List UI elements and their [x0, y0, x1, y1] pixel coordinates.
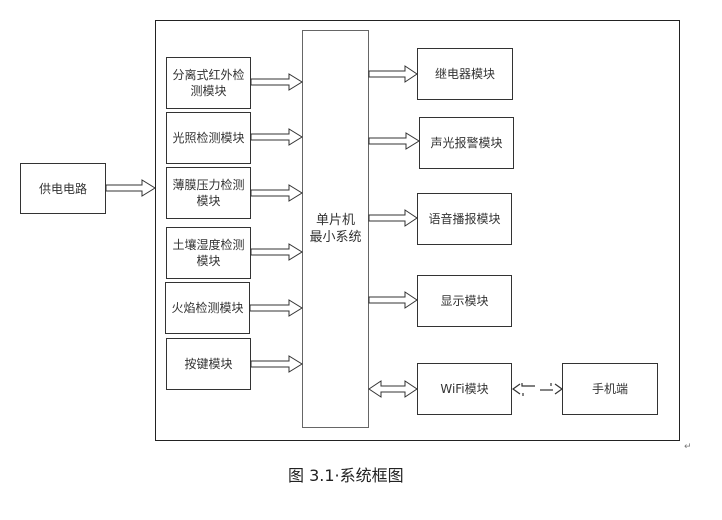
- system-boundary: [155, 20, 680, 441]
- output-module-voice: 语音播报模块: [417, 193, 512, 245]
- output-module-label: 继电器模块: [434, 67, 495, 81]
- figure-caption: 图 3.1·系统框图: [288, 466, 404, 485]
- arrow-input-to-mcu: [250, 355, 303, 373]
- power-supply-block: 供电电路: [20, 163, 106, 214]
- arrow-mcu-to-output: [368, 209, 418, 227]
- input-module-label: 分离式红外检测模块: [172, 68, 245, 98]
- input-module-soil: 土壤湿度检测模块: [166, 227, 251, 279]
- input-module-key: 按键模块: [166, 338, 251, 390]
- arrow-mcu-wifi-bidirectional: [368, 380, 418, 398]
- arrow-mcu-to-output: [368, 291, 418, 309]
- mcu-label: 单片机 最小系统: [309, 213, 362, 245]
- arrow-mcu-to-output: [368, 65, 418, 83]
- output-module-label: 显示模块: [440, 294, 489, 308]
- input-module-light: 光照检测模块: [166, 112, 251, 164]
- input-module-ir: 分离式红外检测模块: [166, 57, 251, 109]
- phone-block: 手机端: [562, 363, 658, 415]
- output-module-label: 声光报警模块: [430, 136, 503, 150]
- output-module-label: WiFi模块: [440, 382, 489, 396]
- output-module-label: 语音播报模块: [428, 212, 501, 226]
- paragraph-mark: ↵: [684, 442, 692, 452]
- arrow-input-to-mcu: [250, 243, 303, 261]
- input-module-label: 土壤湿度检测模块: [172, 238, 245, 268]
- input-module-label: 火焰检测模块: [171, 301, 244, 315]
- input-module-label: 按键模块: [184, 357, 233, 371]
- output-module-display: 显示模块: [417, 275, 512, 327]
- arrow-input-to-mcu: [249, 299, 303, 317]
- input-module-label: 薄膜压力检测模块: [172, 178, 245, 208]
- power-supply-label: 供电电路: [38, 181, 87, 196]
- arrow-input-to-mcu: [250, 184, 303, 202]
- arrow-input-to-mcu: [250, 73, 303, 91]
- output-module-alarm: 声光报警模块: [419, 117, 514, 169]
- arrow-input-to-mcu: [250, 128, 303, 146]
- arrow-wifi-phone-dashed: [511, 383, 564, 396]
- arrow-mcu-to-output: [368, 132, 420, 150]
- input-module-flame: 火焰检测模块: [165, 282, 250, 334]
- arrow-power-to-system: [105, 179, 156, 197]
- input-module-label: 光照检测模块: [172, 131, 245, 145]
- mcu-block: 单片机 最小系统: [302, 30, 369, 428]
- phone-label: 手机端: [591, 382, 628, 396]
